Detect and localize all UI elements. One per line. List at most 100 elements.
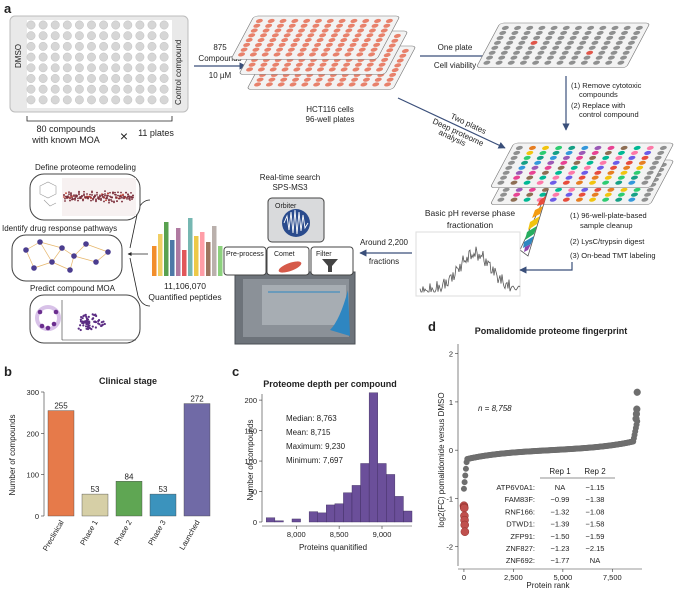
peptide-bar (206, 242, 211, 276)
n-label: n = 8,758 (478, 404, 512, 413)
chart-d-ytick-label: 1 (449, 398, 453, 407)
define-point (109, 195, 111, 197)
panel-label-c: c (232, 364, 239, 379)
plate-well (136, 53, 144, 61)
moa-point (85, 314, 87, 316)
chart-d-top-point (634, 389, 641, 396)
chart-d-ylabel: log2(FC) pomalidomide versus DMSO (437, 392, 446, 527)
pomalidomide-fingerprint-chart: -2-101202,5005,0007,500 (446, 344, 642, 582)
plate-well (51, 85, 59, 93)
moa-point (82, 324, 84, 326)
define-point (117, 191, 119, 193)
plate-well (112, 64, 120, 72)
network-node (49, 259, 55, 265)
step3-label: (3) On-bead TMT labeling (570, 251, 656, 260)
plate-well (51, 96, 59, 104)
gene-rep1: −1.39 (551, 520, 570, 529)
plate-well (51, 53, 59, 61)
plate-well (148, 85, 156, 93)
filter-label: Filter (316, 251, 332, 258)
network-node (83, 241, 89, 247)
hct116-plate-stack (231, 16, 416, 89)
around-label-2: fractions (369, 257, 399, 266)
network-node (37, 239, 43, 245)
orbiter-label: Orbiter (275, 203, 297, 210)
tmt-plate-2 (490, 143, 674, 188)
plate-well (51, 64, 59, 72)
plate-well (51, 21, 59, 29)
step1-label-1: (1) 96-well-plate-based (570, 211, 647, 220)
compounds-bracket (27, 116, 172, 121)
chart-c-bin (318, 513, 327, 522)
plate-well (136, 74, 144, 82)
chart-d-xtick-label: 5,000 (553, 573, 572, 582)
define-point (105, 199, 107, 201)
cells-label-2: 96-well plates (306, 115, 355, 124)
peptide-bars-icon (152, 218, 223, 276)
moa-point (100, 325, 102, 327)
chart-b-value-label: 53 (159, 485, 168, 494)
plate-well (75, 21, 83, 29)
gene-name: DTWD1: (506, 520, 535, 529)
plate-well (27, 96, 35, 104)
chart-c-title: Proteome depth per compound (263, 379, 397, 389)
plate-well (112, 85, 120, 93)
define-point (78, 192, 80, 194)
step2-label: (2) LysC/trypsin digest (570, 237, 645, 246)
chart-b-value-label: 255 (54, 402, 68, 411)
moa-point (80, 329, 82, 331)
define-point (95, 198, 97, 200)
define-point (111, 200, 113, 202)
chart-d-point (462, 479, 468, 485)
viability-plate-body (476, 23, 650, 68)
define-point (127, 193, 129, 195)
step1-label-2: sample cleanup (580, 221, 633, 230)
frac-arrow (520, 262, 572, 270)
network-node (71, 253, 77, 259)
peptide-bar (218, 246, 223, 276)
replace-label-1: (2) Replace with (571, 101, 625, 110)
moa-node (40, 324, 45, 329)
plate-well (136, 21, 144, 29)
hct116-plate-3 (231, 16, 400, 59)
peptides-label-2: Quantified peptides (148, 292, 221, 302)
gene-name: FAM83F: (505, 495, 535, 504)
comet-label: Comet (274, 251, 295, 258)
plate-well (75, 53, 83, 61)
gene-name: ZNF827: (506, 544, 535, 553)
frac-label-1: Basic pH reverse phase (425, 208, 516, 218)
chart-d-ytick-label: 0 (449, 446, 453, 455)
plate-well (160, 53, 168, 61)
chart-c-ytick-label: 0 (253, 518, 257, 527)
moa-node (46, 326, 51, 331)
define-point (84, 196, 86, 198)
define-point (131, 198, 133, 200)
chart-d-highlight-point (461, 528, 469, 536)
gene-rep1: NA (555, 483, 565, 492)
plate-well (99, 53, 107, 61)
define-point (132, 195, 134, 197)
define-point (82, 200, 84, 202)
plate-well (51, 32, 59, 40)
define-point (119, 197, 121, 199)
define-point (70, 193, 72, 195)
plate-well (99, 64, 107, 72)
define-point (70, 195, 72, 197)
chart-b-bar (184, 404, 210, 516)
chart-b-ytick-label: 100 (26, 471, 39, 480)
clinical-stage-chart: 0100200300255Preclinical53Phase 184Phase… (26, 388, 210, 553)
plate-well (160, 85, 168, 93)
chart-d-point (462, 472, 468, 478)
predict-box (30, 295, 140, 343)
viability-plate (476, 23, 650, 68)
plate-well (27, 53, 35, 61)
plate-well (136, 42, 144, 50)
define-point (131, 196, 133, 198)
gene-name: ATP6V0A1: (496, 483, 535, 492)
moa-point (88, 322, 90, 324)
chart-c-bin (361, 463, 370, 522)
peptide-bar (182, 250, 187, 276)
plate-well (160, 32, 168, 40)
plate-well (124, 42, 132, 50)
network-node (93, 259, 99, 265)
